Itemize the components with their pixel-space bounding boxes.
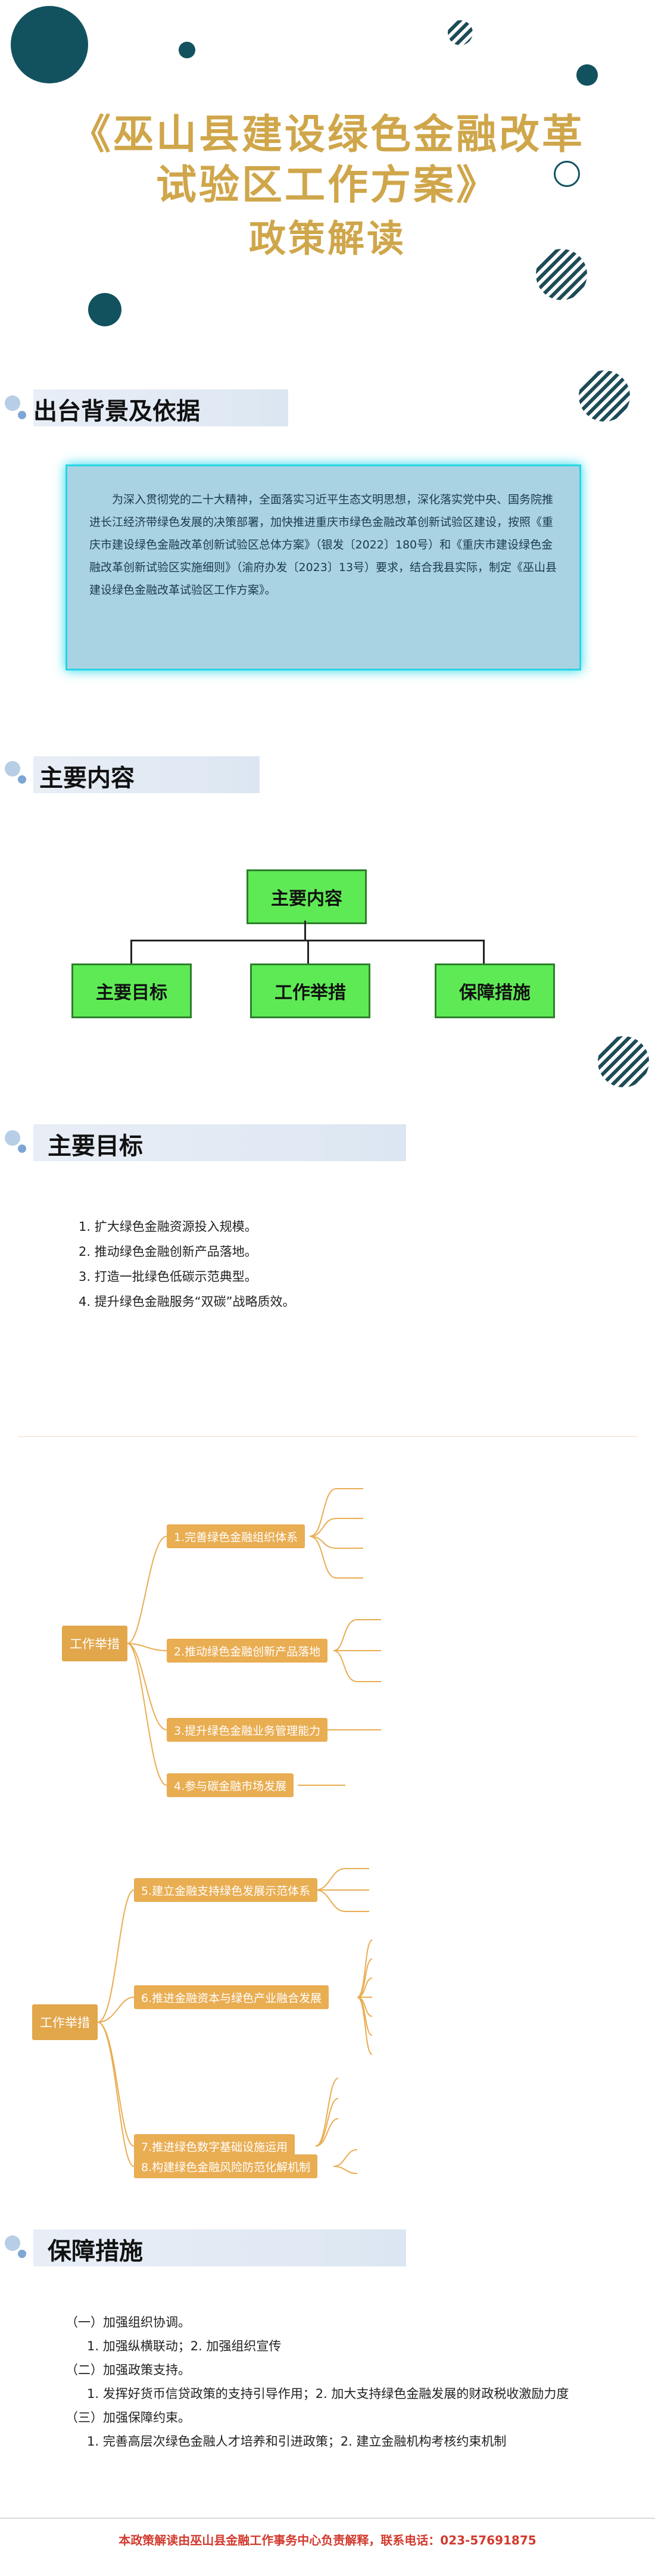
section-bar-main-content bbox=[33, 756, 260, 793]
title-line-3: 政策解读 bbox=[248, 217, 406, 260]
title-line-1: 《巫山县建设绿色金融改革 bbox=[70, 111, 585, 158]
section-bar-guarantee bbox=[33, 2229, 406, 2266]
mindmap-1-connectors bbox=[127, 1488, 381, 1786]
org-child-goals: 主要目标 bbox=[71, 963, 192, 1018]
guarantee-item: （二）加强政策支持。 bbox=[66, 2363, 191, 2377]
divider bbox=[18, 1436, 637, 1437]
title-line-2: 试验区工作方案》 bbox=[155, 161, 499, 209]
deco-hatch-circle bbox=[579, 370, 630, 422]
section-title-main-content: 主要内容 bbox=[39, 765, 135, 792]
mindmap-1-branch: 1.完善绿色金融组织体系 bbox=[167, 1524, 305, 1548]
background-text-frame bbox=[66, 464, 581, 670]
section-dot-icon bbox=[18, 411, 26, 419]
org-connector bbox=[130, 940, 483, 941]
mindmap-1-branch: 4.参与碳金融市场发展 bbox=[167, 1773, 294, 1797]
org-connector bbox=[483, 940, 485, 963]
section-bar-background bbox=[33, 389, 288, 426]
mindmap-2-branch: 7.推进绿色数字基础设施运用 bbox=[134, 2134, 295, 2158]
guarantee-item: （三）加强保障约束。 bbox=[66, 2410, 191, 2425]
deco-hatch-circle bbox=[448, 20, 473, 45]
goal-item: 3. 打造一批绿色低碳示范典型。 bbox=[79, 1270, 257, 1284]
section-bar-goals bbox=[33, 1124, 406, 1161]
deco-circle-large bbox=[11, 6, 88, 83]
deco-ring bbox=[554, 161, 580, 187]
section-dot-icon bbox=[5, 761, 20, 776]
mindmap-2-connectors bbox=[97, 1868, 373, 2174]
footer-divider bbox=[0, 2518, 655, 2519]
section-dot-icon bbox=[18, 2250, 26, 2258]
org-child-measures: 工作举措 bbox=[250, 963, 370, 1018]
guarantee-item: 1. 加强纵横联动；2. 加强组织宣传 bbox=[87, 2339, 282, 2353]
org-connector bbox=[307, 940, 309, 963]
deco-circle-mid bbox=[88, 293, 121, 326]
section-title-guarantee: 保障措施 bbox=[48, 2238, 143, 2265]
goal-item: 4. 提升绿色金融服务“双碳”战略质效。 bbox=[79, 1295, 295, 1309]
mindmap-1-branch: 3.提升绿色金融业务管理能力 bbox=[167, 1718, 328, 1742]
section-dot-icon bbox=[18, 775, 26, 784]
section-dot-icon bbox=[5, 1130, 20, 1146]
section-dot-icon bbox=[5, 395, 20, 411]
section-dot-icon bbox=[18, 1144, 26, 1153]
goal-item: 1. 扩大绿色金融资源投入规模。 bbox=[79, 1220, 257, 1234]
mindmap-2-branch: 5.建立金融支持绿色发展示范体系 bbox=[134, 1878, 318, 1902]
org-connector bbox=[130, 940, 132, 963]
mindmap-2-branch: 8.构建绿色金融风险防范化解机制 bbox=[134, 2154, 318, 2178]
deco-hatch-circle bbox=[598, 1036, 649, 1087]
mindmap-1-branch: 2.推动绿色金融创新产品落地 bbox=[167, 1639, 328, 1663]
org-root-box: 主要内容 bbox=[247, 869, 367, 924]
guarantee-item: 1. 发挥好货币信贷政策的支持引导作用；2. 加大支持绿色金融发展的财政税收激励… bbox=[87, 2387, 569, 2401]
guarantee-item: 1. 完善高层次绿色金融人才培养和引进政策；2. 建立金融机构考核约束机制 bbox=[87, 2434, 507, 2449]
footer-text: 本政策解读由巫山县金融工作事务中心负责解释，联系电话：023-57691875 bbox=[118, 2533, 537, 2547]
org-child-guarantee: 保障措施 bbox=[435, 963, 555, 1018]
guarantee-item: （一）加强组织协调。 bbox=[66, 2315, 191, 2329]
org-connector bbox=[304, 921, 306, 941]
background-text: 为深入贯彻党的二十大精神，全面落实习近平生态文明思想，深化落实党中央、国务院推进… bbox=[89, 493, 557, 597]
deco-circle-small bbox=[179, 42, 195, 58]
section-title-goals: 主要目标 bbox=[48, 1133, 143, 1160]
section-title-background: 出台背景及依据 bbox=[33, 398, 200, 425]
deco-hatch-circle bbox=[536, 249, 587, 300]
section-dot-icon bbox=[5, 2235, 20, 2251]
goal-item: 2. 推动绿色金融创新产品落地。 bbox=[79, 1245, 257, 1259]
mindmap-2-root: 工作举措 bbox=[32, 2004, 98, 2040]
deco-circle-right bbox=[576, 64, 598, 86]
mindmap-1-root: 工作举措 bbox=[62, 1626, 127, 1661]
mindmap-2-branch: 6.推进金融资本与绿色产业融合发展 bbox=[134, 1985, 329, 2009]
